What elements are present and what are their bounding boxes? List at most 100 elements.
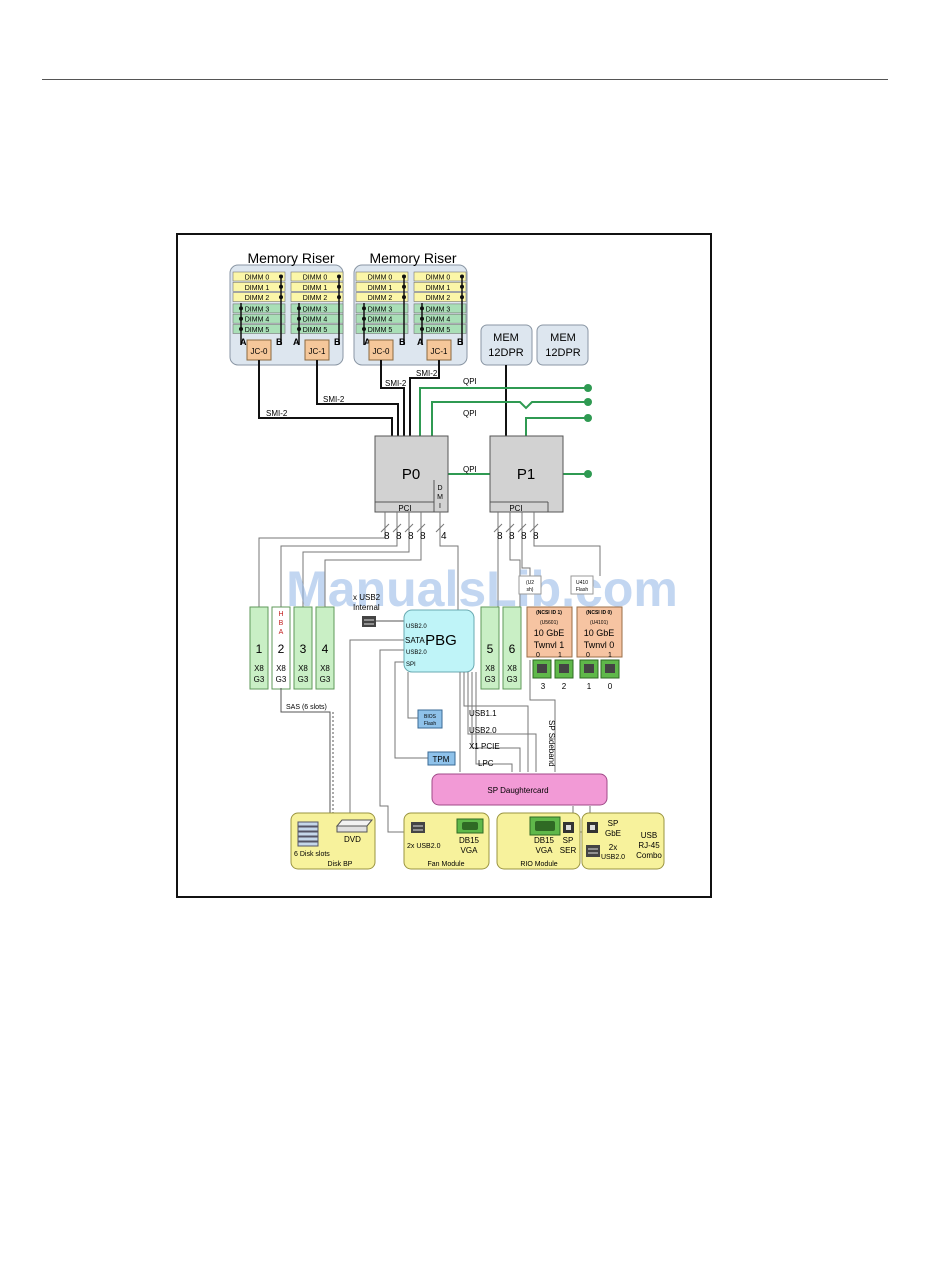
rj45-port-icon xyxy=(587,822,598,833)
svg-text:8: 8 xyxy=(384,531,390,542)
dimm-label: DIMM 5 xyxy=(368,327,393,334)
svg-text:8: 8 xyxy=(408,531,414,542)
dimm-label: DIMM 1 xyxy=(426,285,451,292)
channel-a-label: A xyxy=(293,337,300,347)
svg-text:USB2.0: USB2.0 xyxy=(406,650,427,656)
smi-label: SMI-2 xyxy=(385,379,407,388)
internal-usb-label: Internal xyxy=(353,603,380,612)
dimm-slot xyxy=(232,324,286,334)
pci-label: PCI xyxy=(509,504,522,513)
svg-text:SP: SP xyxy=(563,836,574,845)
slot-number: 1 xyxy=(256,642,263,656)
dimm-label: DIMM 2 xyxy=(368,295,393,302)
bus-label-lpc: LPC xyxy=(478,759,494,768)
internal-usb-label: x USB2 xyxy=(353,593,381,602)
svg-text:M: M xyxy=(437,494,443,501)
svg-text:sh): sh) xyxy=(527,587,534,593)
svg-text:D: D xyxy=(437,485,442,492)
dimm-label: DIMM 0 xyxy=(426,275,451,282)
dimm-slot xyxy=(290,292,344,302)
jc0-label: JC-0 xyxy=(251,347,268,356)
jack-opening xyxy=(559,664,569,673)
slot-width: X8 xyxy=(254,664,264,673)
dimm-slot xyxy=(413,303,467,314)
svg-text:0: 0 xyxy=(586,652,590,659)
svg-text:A: A xyxy=(279,629,284,636)
channel-b-label: B xyxy=(334,337,341,347)
slot-width: X8 xyxy=(485,664,495,673)
slot-number: 6 xyxy=(509,642,516,656)
svg-text:Combo: Combo xyxy=(636,851,662,860)
svg-text:DVD: DVD xyxy=(344,835,361,844)
svg-text:1: 1 xyxy=(587,682,592,691)
dimm-label: DIMM 3 xyxy=(303,306,328,313)
dimm-label: DIMM 2 xyxy=(245,295,270,302)
svg-text:Flash: Flash xyxy=(576,587,588,593)
dimm-label: DIMM 2 xyxy=(426,295,451,302)
cpu-p1: P1 PCI xyxy=(489,435,564,513)
svg-text:2x: 2x xyxy=(609,843,617,852)
svg-text:SER: SER xyxy=(560,846,577,855)
slot-number: 5 xyxy=(487,642,494,656)
jc0-label: JC-0 xyxy=(373,347,390,356)
pcie-lanes-p0 xyxy=(258,512,459,610)
dimm-label: DIMM 3 xyxy=(245,306,270,313)
dimm-label: DIMM 2 xyxy=(303,295,328,302)
svg-text:8: 8 xyxy=(521,531,527,542)
dimm-slot xyxy=(290,324,344,334)
dimm-label: DIMM 5 xyxy=(303,327,328,334)
svg-text:Flash: Flash xyxy=(424,721,436,727)
pcie-slot-1 xyxy=(249,606,269,690)
slot-gen: G3 xyxy=(507,675,518,684)
svg-text:(NCSI ID 1): (NCSI ID 1) xyxy=(536,610,562,616)
svg-text:3: 3 xyxy=(541,682,546,691)
dimm-label: DIMM 5 xyxy=(245,327,270,334)
svg-text:Fan Module: Fan Module xyxy=(428,861,465,868)
dimm-slot xyxy=(290,303,344,314)
disk-bp: 6 Disk slots DVD Disk BP xyxy=(290,812,376,870)
nic-twnvl-1: (NCSI ID 1) (U5601) 10 GbE Twnvl 1 0 1 xyxy=(526,606,573,659)
svg-text:0: 0 xyxy=(608,682,613,691)
dimm-slot xyxy=(232,292,286,302)
dimm-slot xyxy=(355,324,409,334)
channel-b-label: B xyxy=(276,337,283,347)
svg-text:DB15: DB15 xyxy=(459,836,480,845)
svg-text:Twnvl 1: Twnvl 1 xyxy=(534,640,565,650)
memory-riser-title: Memory Riser xyxy=(369,250,456,266)
jack-opening xyxy=(584,664,594,673)
tpm-chip: TPM xyxy=(427,751,456,766)
svg-text:Disk BP: Disk BP xyxy=(328,861,353,868)
channel-b-label: B xyxy=(399,337,406,347)
nic-flash-1: U410 Flash xyxy=(570,575,594,595)
channel-a-label: A xyxy=(240,337,247,347)
svg-text:TPM: TPM xyxy=(433,755,450,764)
dimm-slot xyxy=(355,303,409,314)
svg-text:10 GbE: 10 GbE xyxy=(534,628,565,638)
sas-label: SAS (6 slots) xyxy=(286,704,327,711)
jack-opening xyxy=(605,664,615,673)
svg-text:1: 1 xyxy=(608,652,612,659)
svg-text:H: H xyxy=(278,611,283,618)
dimm-slot xyxy=(290,271,344,282)
slot-width: X8 xyxy=(276,664,286,673)
svg-text:0: 0 xyxy=(536,652,540,659)
svg-text:8: 8 xyxy=(497,531,503,542)
dimm-slot xyxy=(413,313,467,324)
svg-text:I: I xyxy=(439,503,441,510)
jack-opening xyxy=(537,664,547,673)
svg-text:U410: U410 xyxy=(576,580,588,586)
channel-a-label: A xyxy=(417,337,424,347)
dimm-label: DIMM 4 xyxy=(303,317,328,324)
svg-text:GbE: GbE xyxy=(605,829,621,838)
svg-text:USB2.0: USB2.0 xyxy=(601,854,625,861)
svg-text:8: 8 xyxy=(509,531,515,542)
dimm-slot xyxy=(232,303,286,314)
fan-module: 2x USB2.0 DB15 VGA Fan Module xyxy=(403,812,490,870)
svg-text:SPI: SPI xyxy=(406,662,416,668)
slot-number: 2 xyxy=(278,642,285,656)
nic-twnvl-0: (NCSI ID 0) (U4101) 10 GbE Twnvl 0 0 1 xyxy=(576,606,623,659)
slot-number: 3 xyxy=(300,642,307,656)
dimm-slot xyxy=(413,271,467,282)
